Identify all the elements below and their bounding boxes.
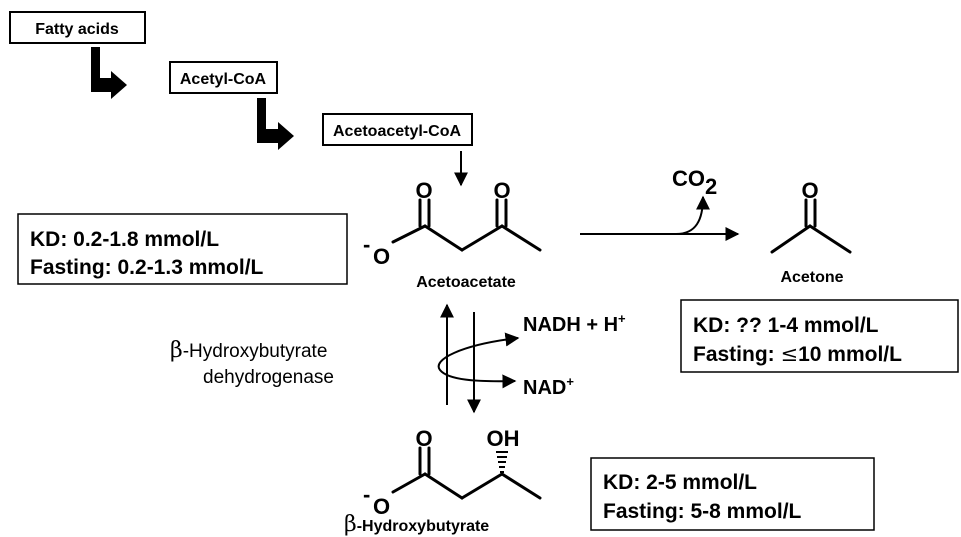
bhb-carboxylate-o: O: [373, 494, 390, 519]
acetoacetyl-coa-label: Acetoacetyl-CoA: [333, 123, 461, 140]
acetoacetyl-coa-node: Acetoacetyl-CoA: [322, 113, 473, 146]
bhb-hashed-wedge: [496, 451, 508, 473]
bhb-label: β-Hydroxybutyrate: [344, 512, 489, 537]
acetone-keto-o: O: [801, 178, 818, 203]
co2-release-arrow: [675, 195, 710, 235]
acetone-label: Acetone: [780, 269, 843, 286]
fatty-acids-node: Fatty acids: [9, 11, 146, 44]
bhb-charge: -: [363, 482, 370, 507]
acetoacetate-keto-o: O: [493, 178, 510, 203]
acetoacetate-structure: [391, 198, 542, 252]
acetoacetate-fasting: Fasting: 0.2-1.3 mmol/L: [30, 256, 264, 279]
acetone-fasting: Fasting: ≤10 mmol/L: [693, 342, 902, 366]
cascade-arrow-1: [91, 47, 127, 99]
nad-label: NAD+: [523, 374, 574, 399]
acetoacetate-carboxylate-o: O: [373, 244, 390, 269]
acetoacetate-carboxyl-o: O: [415, 178, 432, 203]
acetoacetate-charge: -: [363, 232, 370, 257]
enzyme-name-line1: β-Hydroxybutyrate: [170, 338, 327, 363]
co2-label: CO2: [672, 166, 717, 199]
acetone-concentration-box: KD: ?? 1-4 mmol/L Fasting: ≤10 mmol/L: [680, 299, 959, 373]
bhb-kd: KD: 2-5 mmol/L: [603, 471, 757, 494]
fatty-acids-label: Fatty acids: [35, 21, 119, 38]
acetyl-coa-node: Acetyl-CoA: [169, 61, 278, 94]
cascade-arrow-2: [257, 98, 294, 150]
bhb-carboxyl-o: O: [415, 426, 432, 451]
bhb-concentration-box: KD: 2-5 mmol/L Fasting: 5-8 mmol/L: [590, 457, 875, 531]
bhb-structure: [391, 446, 542, 500]
enzyme-name-line2: dehydrogenase: [203, 367, 334, 388]
acetyl-coa-label: Acetyl-CoA: [180, 71, 267, 88]
acetone-structure: [770, 198, 852, 254]
nadh-nad-cycle-arrow: [437, 332, 520, 389]
bhb-hydroxyl: OH: [487, 426, 520, 451]
acetone-kd: KD: ?? 1-4 mmol/L: [693, 314, 879, 337]
acetoacetate-label: Acetoacetate: [416, 274, 516, 291]
bhb-fasting: Fasting: 5-8 mmol/L: [603, 500, 802, 523]
nadh-label: NADH + H+: [523, 311, 626, 336]
acetoacetate-concentration-box: KD: 0.2-1.8 mmol/L Fasting: 0.2-1.3 mmol…: [17, 213, 348, 285]
acetoacetate-kd: KD: 0.2-1.8 mmol/L: [30, 228, 219, 251]
